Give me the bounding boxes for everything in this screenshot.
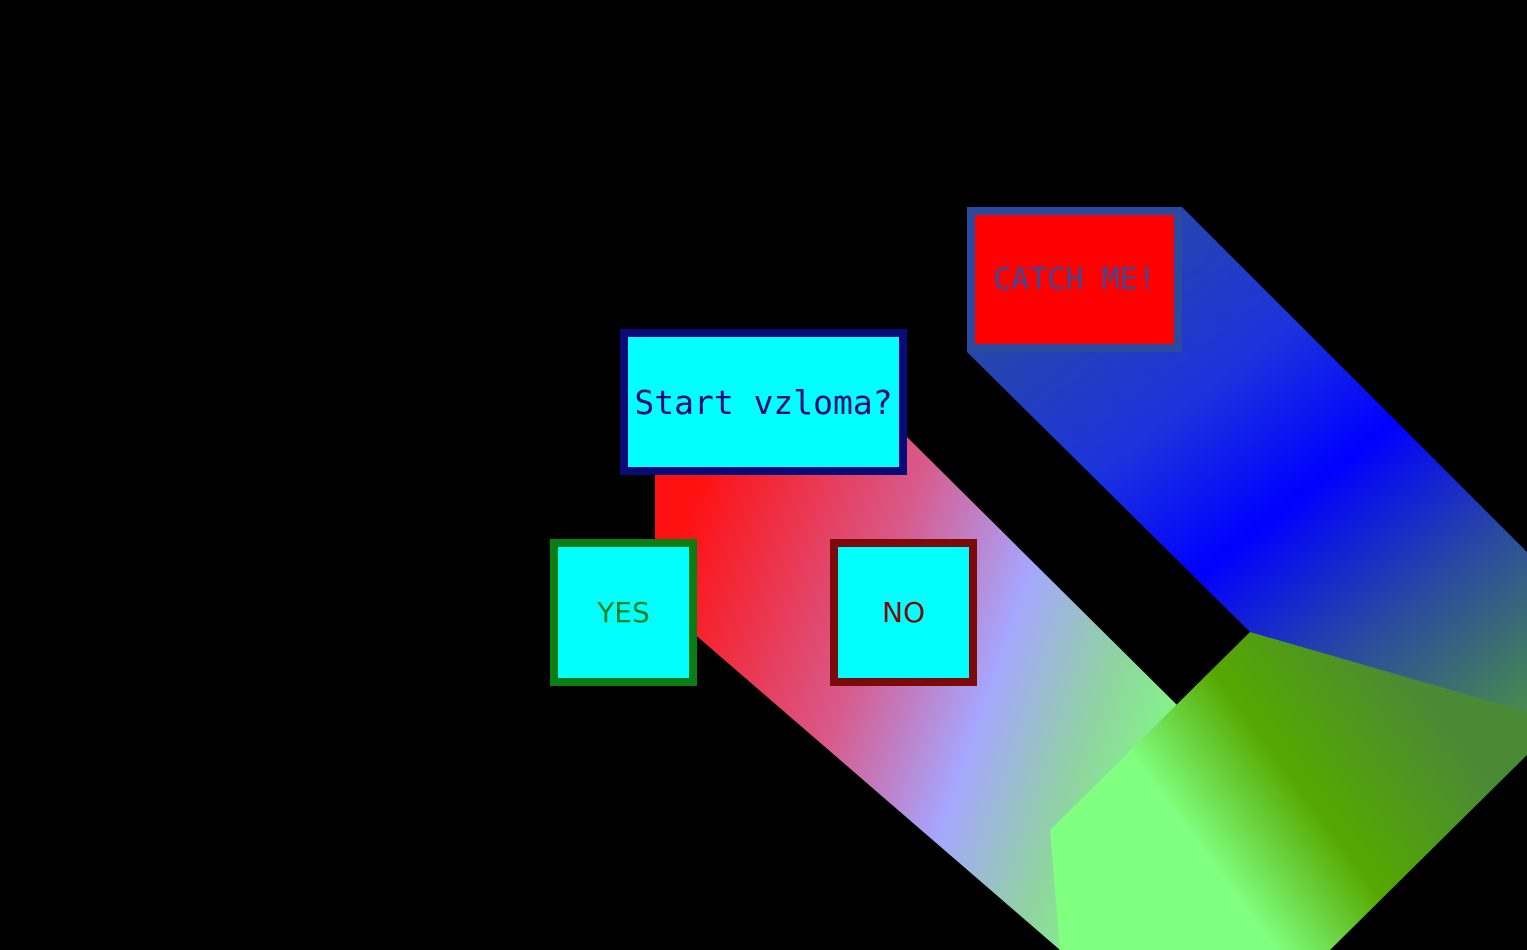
green-band (1050, 632, 1527, 950)
pink-band (655, 437, 1177, 950)
prompt-title-box: Start vzloma? (620, 329, 907, 475)
prompt-title: Start vzloma? (634, 382, 893, 422)
no-button[interactable]: NO (830, 539, 977, 686)
yes-button[interactable]: YES (550, 539, 697, 686)
yes-button-label: YES (597, 596, 650, 629)
catch-me-button[interactable]: CATCH ME! (967, 207, 1182, 352)
blue-band (967, 207, 1527, 790)
no-button-label: NO (882, 596, 925, 629)
catch-me-label: CATCH ME! (993, 262, 1156, 297)
